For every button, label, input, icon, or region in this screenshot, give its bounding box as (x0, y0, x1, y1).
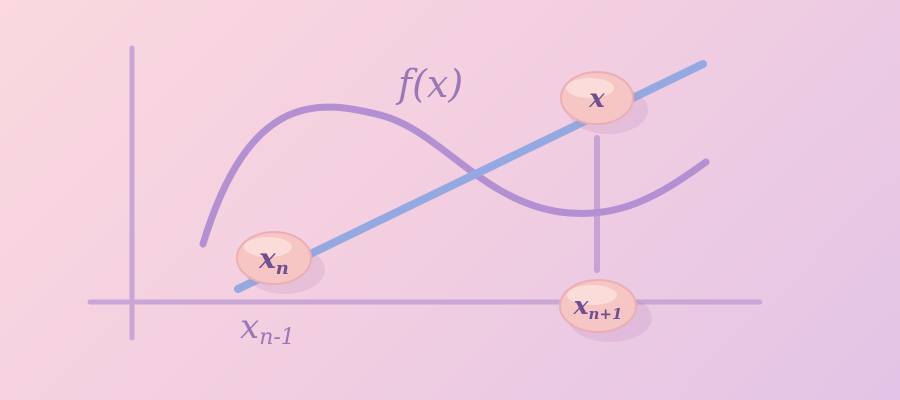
node-x: x (560, 71, 648, 134)
axis-label-sub: n-1 (259, 325, 295, 350)
node-x-n-plus-1-sub: n+1 (588, 305, 622, 323)
node-x-n-label: xn (258, 242, 289, 279)
node-x-label: x (588, 84, 605, 114)
node-x-n-plus-1-base: x (573, 291, 590, 320)
node-x-n-plus-1-label: xn+1 (573, 291, 623, 323)
node-x-n: xn (236, 231, 325, 294)
function-label: f(x) (395, 62, 463, 106)
node-x-n-plus-1: xn+1 (559, 279, 652, 342)
node-x-n-sub: n (276, 258, 289, 279)
node-x-n-base: x (258, 242, 276, 275)
function-curve (199, 103, 710, 248)
axis-label-x-n-minus-1: xn-1 (240, 307, 295, 350)
axis-label-base: x (240, 307, 259, 347)
